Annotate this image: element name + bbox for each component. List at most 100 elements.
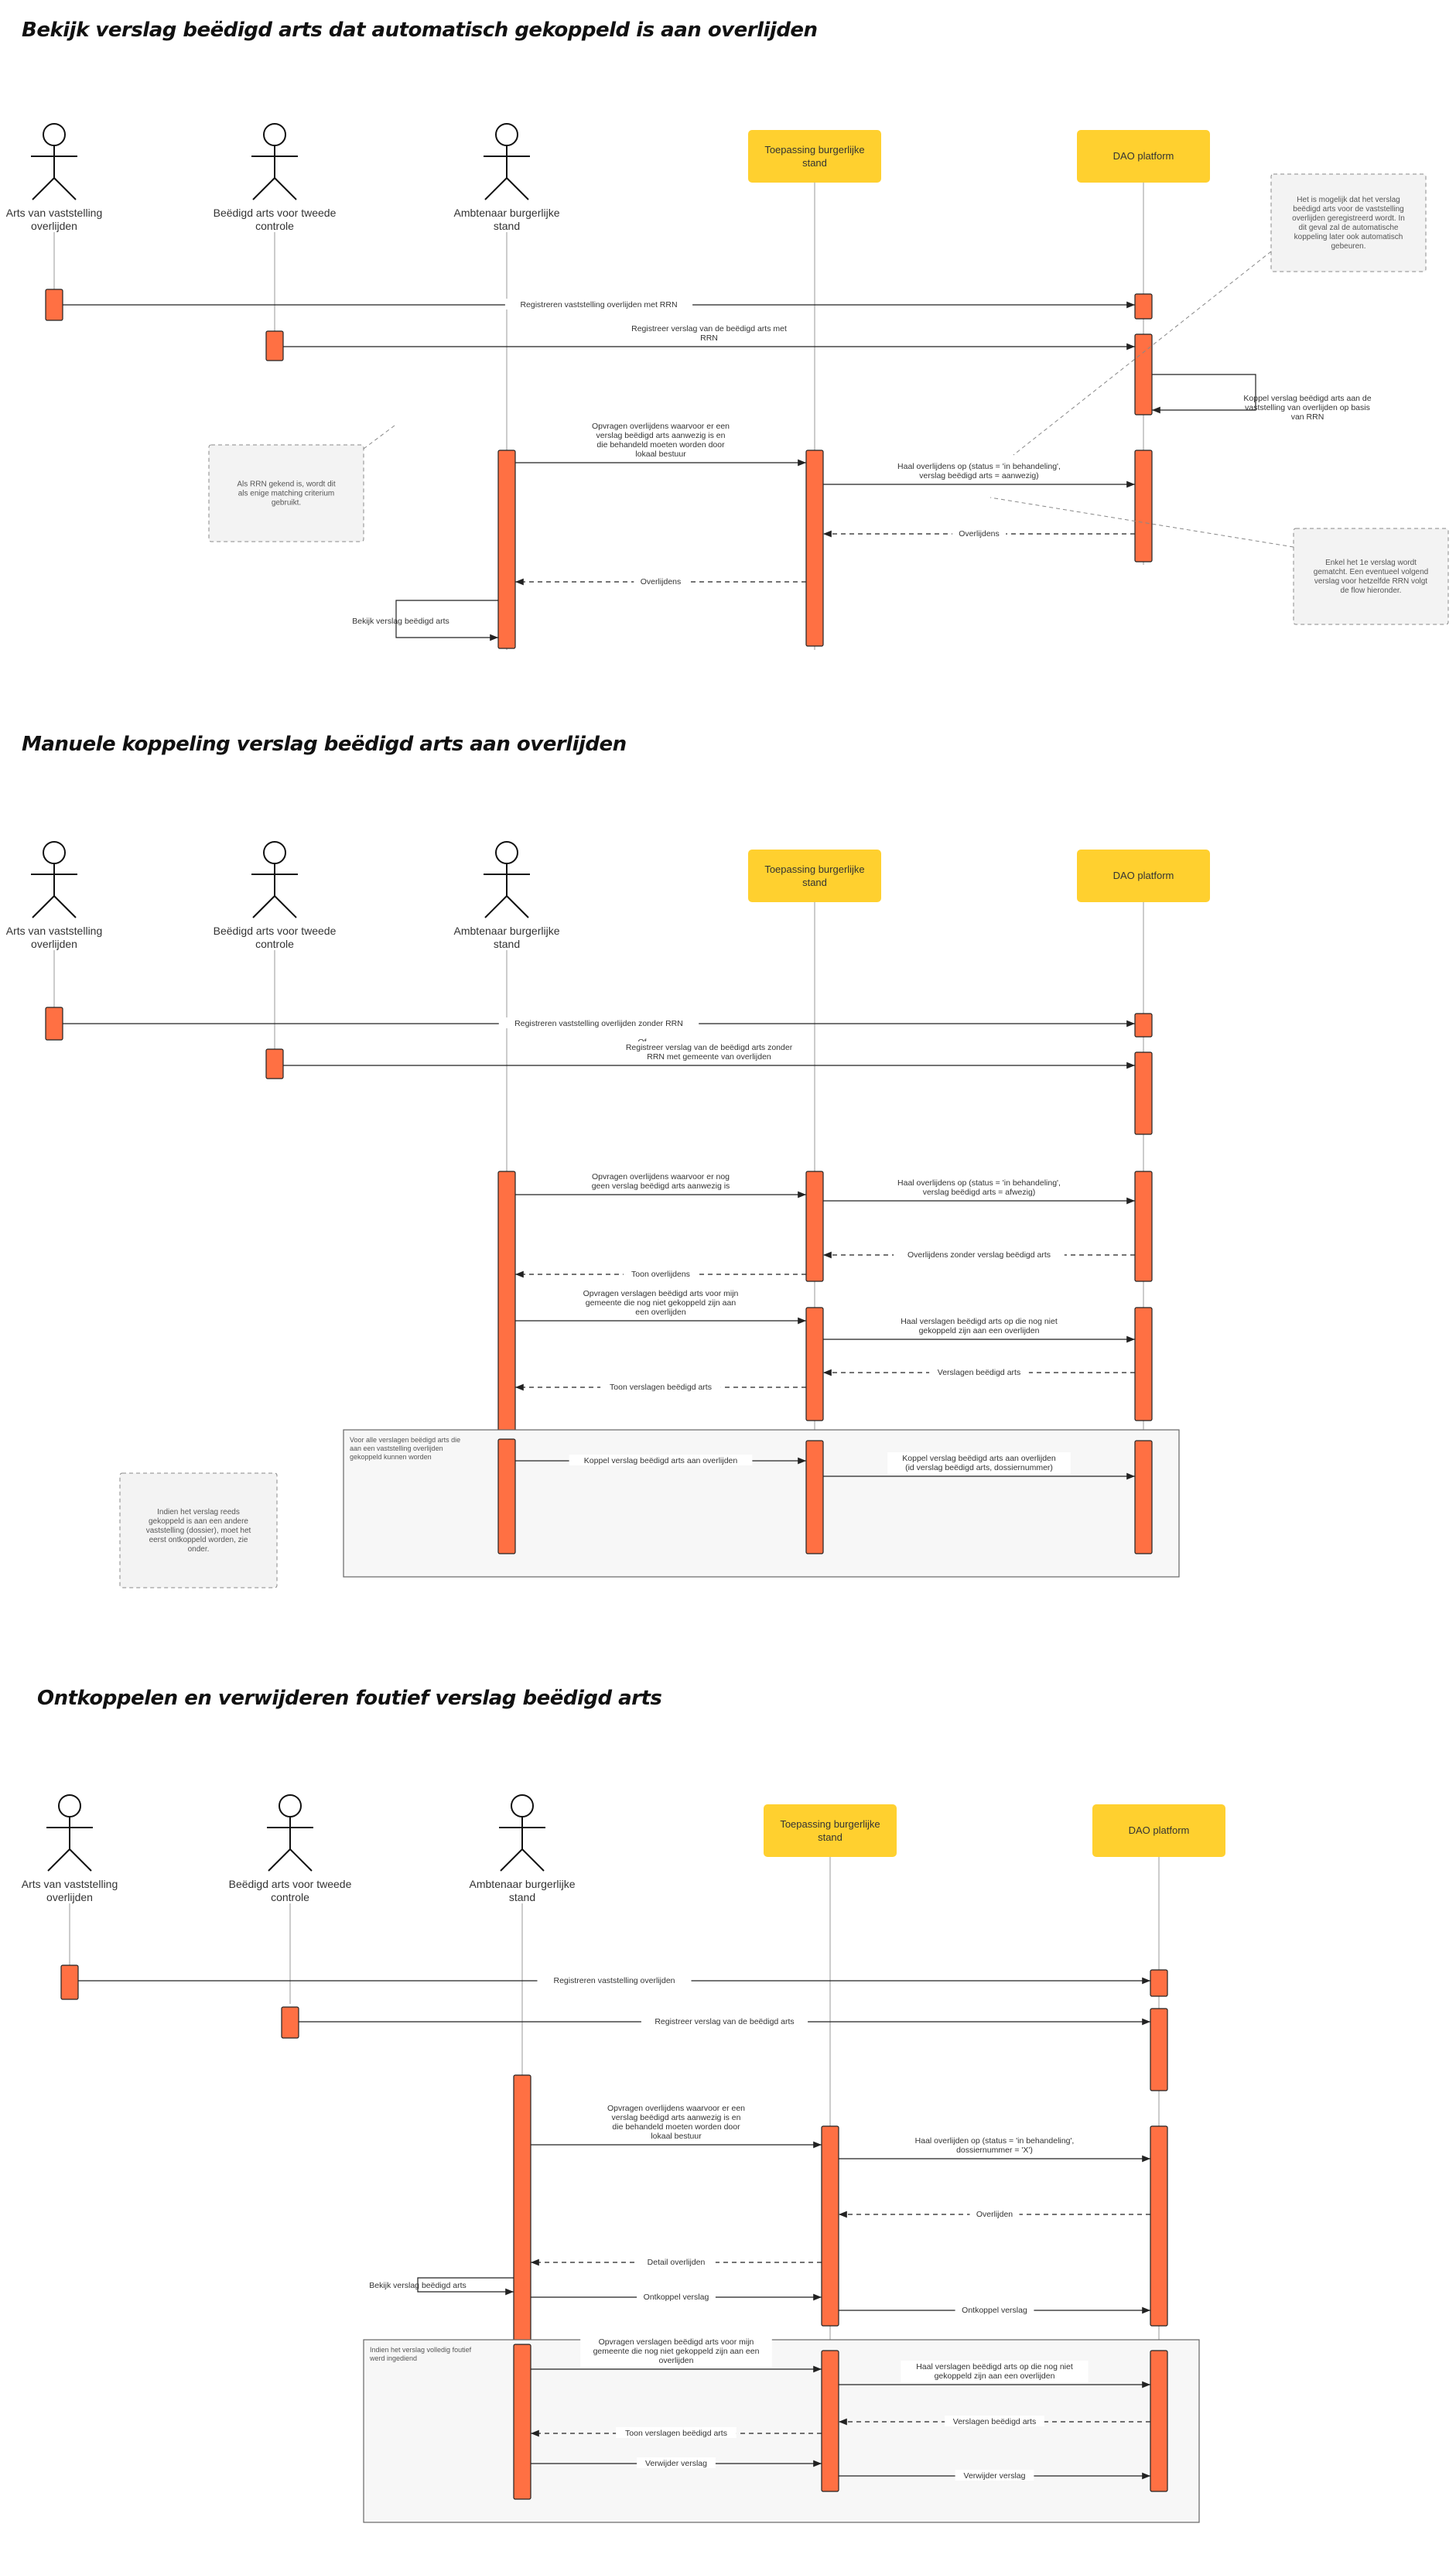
- label-line: Ontkoppel verslag: [644, 2293, 709, 2302]
- actor-arts: [46, 1794, 93, 1872]
- label-line: DAO platform: [1113, 150, 1174, 162]
- label-line: Bekijk verslag beëdigd arts: [352, 617, 449, 626]
- label-line: Toepassing burgerlijke: [780, 1818, 880, 1830]
- label-line: Opvragen overlijdens waarvoor er een: [607, 2104, 745, 2113]
- actor-leg-left: [500, 1848, 523, 1872]
- label-line: Registreer verslag van de beëdigd arts: [655, 2017, 794, 2026]
- label-line: overlijden geregistreerd wordt. In: [1292, 214, 1405, 223]
- message-label: Haal overlijdens op (status = 'in behand…: [897, 1178, 1061, 1197]
- activation-bar: [1134, 1440, 1153, 1554]
- label-line: vaststelling (dossier), moet het: [146, 1527, 251, 1535]
- label-line: overlijden: [31, 938, 77, 950]
- actor-ambtenaar: [484, 123, 530, 200]
- actor-head-icon: [495, 123, 518, 146]
- message-label-bg: [571, 1287, 750, 1318]
- label-line: verslag beëdigd arts aanwezig is en: [596, 431, 726, 440]
- label-line: RRN: [700, 333, 718, 343]
- label-line: Opvragen verslagen beëdigd arts voor mij…: [583, 1289, 739, 1298]
- message-label: Haal verslagen beëdigd arts op die nog n…: [916, 2362, 1073, 2381]
- label-line: Registreren vaststelling overlijden met …: [520, 300, 677, 309]
- activation-bar: [60, 1964, 79, 2000]
- message-label: Overlijden: [976, 2210, 1013, 2219]
- label-line: DAO platform: [1129, 1824, 1190, 1836]
- activation-bar: [1134, 450, 1153, 562]
- actor-beedigd-arts: [251, 123, 298, 200]
- actor-leg-right: [53, 895, 77, 918]
- actor-leg-right: [69, 1848, 92, 1872]
- label-line: Het is mogelijk dat het verslag: [1297, 196, 1400, 204]
- message-label-bg: [580, 2336, 772, 2367]
- activation-bar: [45, 1007, 63, 1041]
- label-line: DAO platform: [1113, 870, 1174, 881]
- message-label-bg: [504, 299, 693, 309]
- label-line: stand: [802, 877, 827, 888]
- label-line: stand: [494, 220, 520, 232]
- message-label: Registreer verslag van de beëdigd arts z…: [626, 1043, 793, 1062]
- message-label-bg: [596, 2102, 756, 2142]
- label-line: stand: [494, 938, 520, 950]
- label-line: Beëdigd arts voor tweede: [214, 925, 337, 937]
- label-line: Koppel verslag beëdigd arts aan de: [1243, 394, 1371, 403]
- activation-bar: [265, 330, 284, 361]
- message-label: Toon verslagen beëdigd arts: [625, 2429, 727, 2438]
- message-label: Koppel verslag beëdigd arts aan overlijd…: [584, 1456, 738, 1465]
- message-label-bg: [617, 323, 801, 344]
- message-label-bg: [600, 1381, 721, 1392]
- message-label-bg: [637, 2457, 716, 2468]
- label-line: gematcht. Een eventueel volgend: [1314, 568, 1428, 576]
- message-label-bg: [887, 1452, 1071, 1474]
- label-line: als enige matching criterium: [238, 490, 335, 498]
- message-label-bg: [569, 1455, 753, 1465]
- label-line: Ambtenaar burgerlijke: [470, 1878, 576, 1890]
- message-label-bg: [955, 2470, 1034, 2481]
- message-label-bg: [498, 1017, 699, 1028]
- label-line: Overlijdens: [959, 529, 1000, 539]
- label-line: Opvragen verslagen beëdigd arts voor mij…: [599, 2337, 754, 2347]
- label-line: Voor alle verslagen beëdigd arts die: [350, 1436, 460, 1444]
- label-line: verslag beëdigd arts = aanwezig): [919, 471, 1038, 480]
- self-message-arrow: [1152, 374, 1256, 414]
- activation-bar: [1134, 333, 1153, 415]
- note-connector: [363, 425, 395, 450]
- message-label-bg: [641, 2016, 808, 2026]
- label-line: Arts van vaststelling: [6, 925, 103, 937]
- participant-dao-label: DAO platform: [1113, 150, 1174, 162]
- self-message-label: Bekijk verslag beëdigd arts: [369, 2281, 466, 2290]
- message-label-bg: [579, 1171, 742, 1192]
- actor-leg-right: [506, 177, 529, 200]
- label-line: die behandeld moeten worden door: [612, 2122, 740, 2132]
- label-line: Toon overlijdens: [631, 1270, 690, 1279]
- label-line: Opvragen overlijdens waarvoor er een: [592, 422, 730, 431]
- message-label-bg: [969, 2208, 1020, 2219]
- label-line: (id verslag beëdigd arts, dossiernummer): [905, 1463, 1053, 1472]
- message-label: Toon verslagen beëdigd arts: [610, 1383, 712, 1392]
- activation-bar: [45, 289, 63, 321]
- label-line: beëdigd arts voor de vaststelling: [1293, 205, 1403, 214]
- label-line: onder.: [188, 1545, 210, 1554]
- activation-bar: [497, 1438, 516, 1554]
- activation-bar: [821, 2350, 839, 2492]
- message-label-bg: [901, 2361, 1089, 2382]
- message-label: Overlijdens: [959, 529, 1000, 539]
- label-line: Verwijder verslag: [645, 2459, 707, 2468]
- actor-head-icon: [263, 123, 286, 146]
- label-line: lokaal bestuur: [651, 2132, 702, 2141]
- label-line: RRN met gemeente van overlijden: [647, 1052, 771, 1062]
- message-label: Overlijdens zonder verslag beëdigd arts: [907, 1250, 1051, 1260]
- activation-bar: [497, 450, 516, 649]
- message-label: Ontkoppel verslag: [962, 2306, 1027, 2315]
- message-label-bg: [637, 2291, 716, 2302]
- label-line: Registreren vaststelling overlijden zond…: [514, 1019, 683, 1028]
- actor-beedigd-arts: [251, 841, 298, 918]
- section-title: Manuele koppeling verslag beëdigd arts a…: [22, 733, 627, 756]
- label-line: Haal overlijdens op (status = 'in behand…: [897, 1178, 1061, 1188]
- label-line: Overlijdens: [641, 577, 682, 586]
- label-line: Registreren vaststelling overlijden: [554, 1976, 675, 1985]
